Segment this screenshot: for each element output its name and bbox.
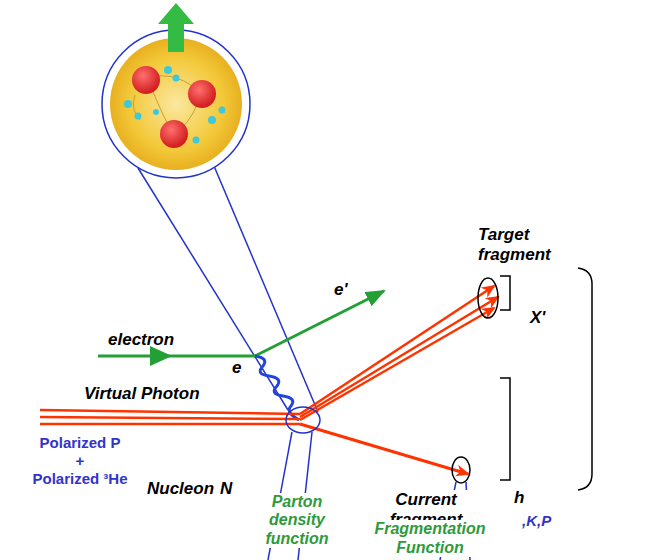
hadron-label: h (514, 488, 524, 508)
current-fragment-line (300, 424, 468, 474)
target-fragments (300, 286, 498, 420)
sea-quarks (124, 66, 226, 144)
fragment-label: Target fragment (478, 225, 568, 264)
target-label: Polarized P (10, 434, 150, 451)
function-label: Parton density function (256, 493, 338, 548)
electron-line (98, 355, 255, 358)
function-label: Fragmentation Function (366, 520, 494, 557)
target-label: Polarized ³He (10, 470, 150, 487)
particle-label: N (220, 479, 232, 499)
bracket (500, 378, 510, 480)
particle-label: electron (108, 330, 174, 350)
zoom-circle (102, 30, 250, 178)
photon-label: Virtual Photon (84, 384, 200, 404)
spin-arrow (158, 3, 194, 52)
particle-label: Nucleon (147, 479, 214, 499)
scattered-electron-line (255, 291, 384, 356)
hadron-label: ,K,P (522, 512, 551, 529)
particle-label: e (232, 358, 241, 378)
bracket (500, 276, 510, 310)
quark-ball (132, 66, 160, 94)
nucleon-body (110, 38, 242, 170)
system-label: X' (530, 308, 545, 328)
fragment-circle (452, 457, 470, 483)
quark-ball (160, 120, 188, 148)
particle-label: e' (334, 280, 348, 300)
bracket (578, 268, 592, 490)
fragment-circle (478, 278, 498, 318)
nucleon-beam (40, 410, 300, 424)
vertex-circle (286, 407, 320, 433)
target-label: + (10, 452, 150, 469)
quark-ball (188, 80, 216, 108)
